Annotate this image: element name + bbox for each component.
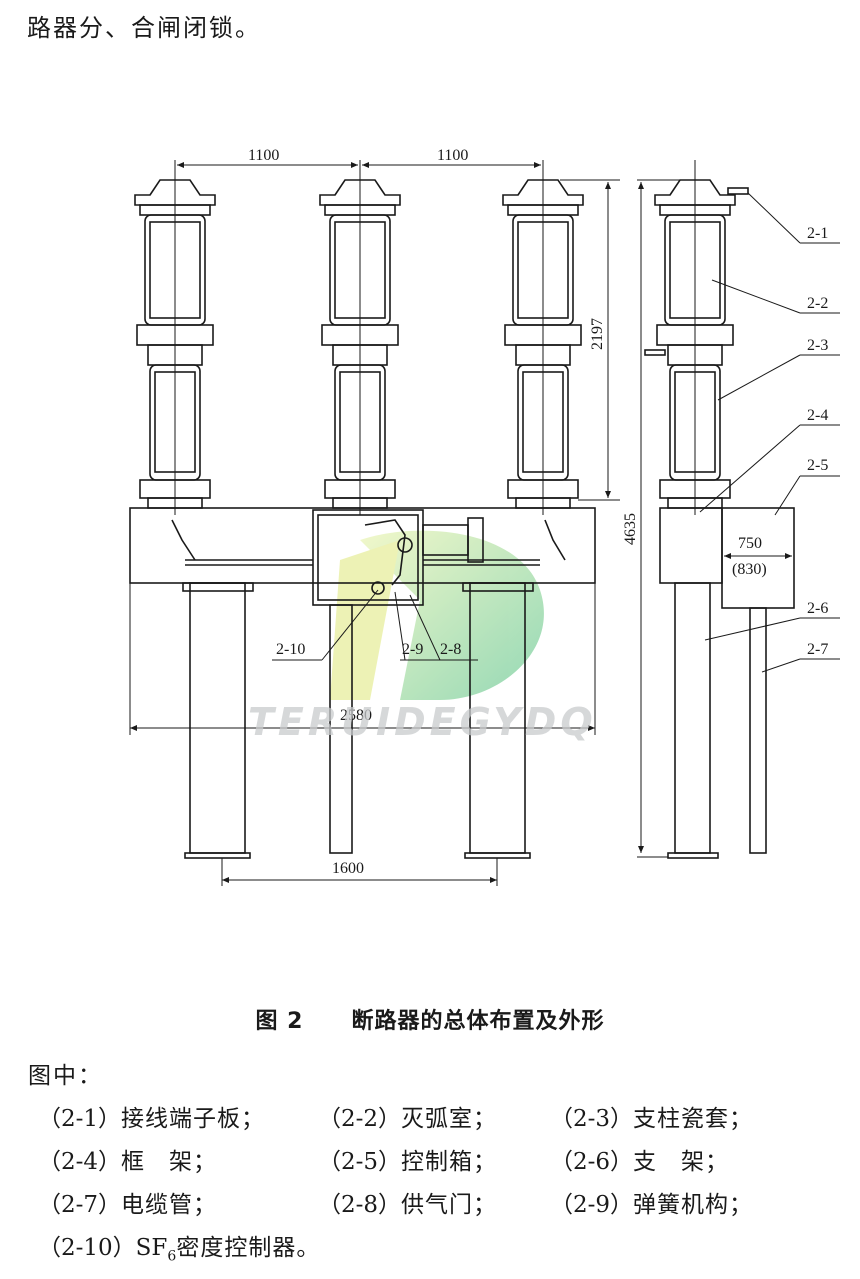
legend-name: 供气门； [401,1192,498,1218]
figure-number: 图 2 [255,1009,304,1034]
legend-code: （2-3） [550,1106,634,1132]
legend-name: 框 架； [121,1149,218,1175]
legend-code: （2-5） [318,1149,402,1175]
dim-top-left: 1100 [248,147,279,164]
legend-name: 控制箱； [401,1149,498,1175]
legend-code: （2-6） [550,1149,634,1175]
figure-title: 断路器的总体布置及外形 [351,1009,605,1034]
watermark-logo [330,530,544,700]
dimension-lines [130,162,792,886]
callout-2-3: 2-3 [807,337,828,354]
dim-base-width: 2580 [340,707,372,724]
dim-box-width-alt: (830) [732,561,767,578]
legend-name: 支 架； [633,1149,730,1175]
legend-item: （2-5）控制箱； [318,1141,550,1184]
legend-code: （2-1） [38,1106,122,1132]
legend-item: （2-2）灭弧室； [318,1098,550,1141]
legend-name: 密度控制器。 [176,1235,321,1261]
legend-code: （2-2） [318,1106,402,1132]
dim-box-width: 750 [738,535,762,552]
legend-row: （2-10）SF6密度控制器。 [28,1227,800,1270]
legend-prefix: SF [135,1235,168,1261]
legend-subscript: 6 [167,1248,177,1265]
legend-name: 电缆管； [121,1192,218,1218]
leader-lines [272,192,840,673]
callout-2-6: 2-6 [807,600,828,617]
legend-name: 支柱瓷套； [633,1106,754,1132]
callout-2-4: 2-4 [807,407,828,424]
watermark-text: TERUIDEGYDQ [248,700,597,744]
breaker-drawing: 1100 1100 2197 4635 750 (830) 2580 1600 … [129,147,840,886]
callout-2-1: 2-1 [807,225,828,242]
legend-item: （2-7）电缆管； [28,1184,318,1227]
legend-item: （2-10）SF6密度控制器。 [28,1227,320,1270]
legend-item: （2-1）接线端子板； [28,1098,318,1141]
legend-code: （2-9） [550,1192,634,1218]
legend-code: （2-10） [38,1235,136,1261]
legend-item: （2-9）弹簧机构； [550,1184,800,1227]
intro-text: 路器分、合闸闭锁。 [27,14,261,42]
callout-2-10: 2-10 [276,641,305,658]
legend-row: （2-7）电缆管； （2-8）供气门； （2-9）弹簧机构； [28,1184,800,1227]
legend-item: （2-3）支柱瓷套； [550,1098,800,1141]
side-control-box [721,507,795,609]
side-view [644,160,795,859]
legend-code: （2-8） [318,1192,402,1218]
legend-name: 弹簧机构； [633,1192,754,1218]
callout-2-5: 2-5 [807,457,828,474]
legend-row: （2-1）接线端子板； （2-2）灭弧室； （2-3）支柱瓷套； [28,1098,800,1141]
legend-row: （2-4）框 架； （2-5）控制箱； （2-6）支 架； [28,1141,800,1184]
dim-top-right: 1100 [437,147,468,164]
legend-code: （2-4） [38,1149,122,1175]
legend-name: 接线端子板； [121,1106,266,1132]
legend-item: （2-4）框 架； [28,1141,318,1184]
callout-2-7: 2-7 [807,641,828,658]
callout-2-9: 2-9 [402,641,423,658]
legend-item: （2-6）支 架； [550,1141,800,1184]
legend: 图中： （2-1）接线端子板； （2-2）灭弧室； （2-3）支柱瓷套； （2-… [28,1055,800,1270]
front-poles [129,160,596,859]
mechanism-box [312,509,424,606]
dim-bottom-width: 1600 [332,860,364,877]
dim-height-upper: 2197 [589,318,606,350]
legend-name: 灭弧室； [401,1106,498,1132]
callout-2-2: 2-2 [807,295,828,312]
legend-heading: 图中： [28,1063,103,1089]
legend-item: （2-8）供气门； [318,1184,550,1227]
dim-height-total: 4635 [622,513,639,545]
callout-2-8: 2-8 [440,641,461,658]
figure-caption: 图 2 断路器的总体布置及外形 [0,1003,860,1035]
legend-code: （2-7） [38,1192,122,1218]
